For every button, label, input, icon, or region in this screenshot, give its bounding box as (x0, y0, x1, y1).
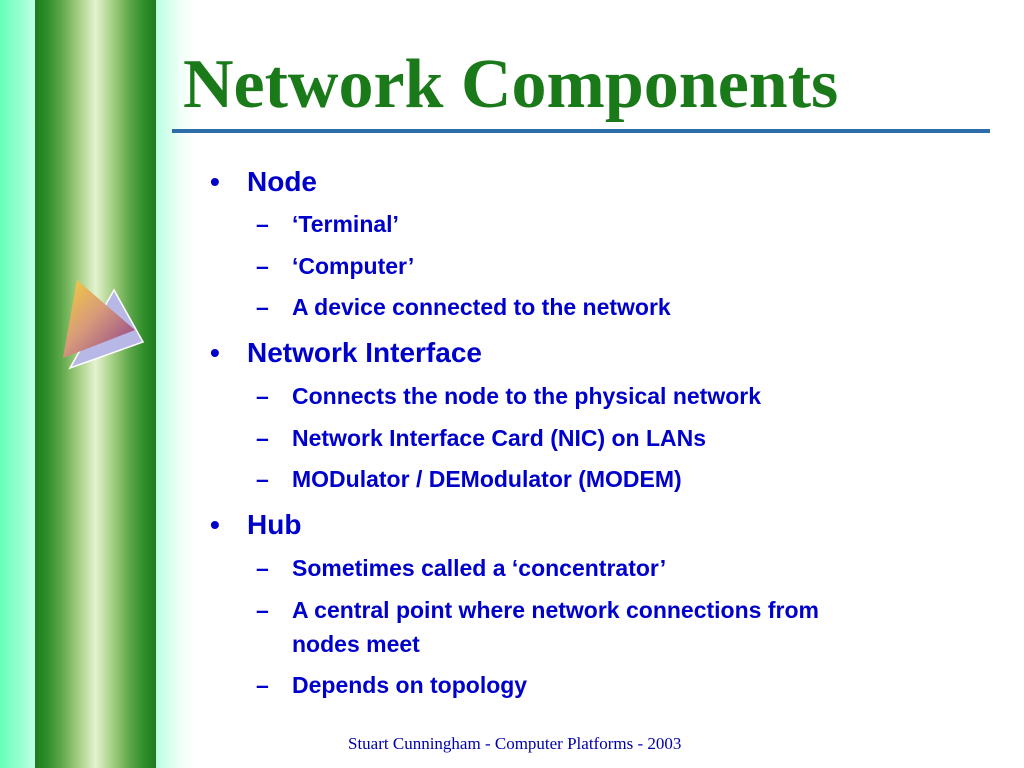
bullet-text: Node (247, 166, 317, 197)
slide-title: Network Components (183, 46, 839, 123)
title-underline (172, 129, 990, 133)
bullet-marker: • (210, 337, 220, 368)
sub-bullet-text: ‘Computer’ (292, 253, 415, 279)
green-gradient-stripe (35, 0, 156, 768)
dash-marker: – (256, 425, 269, 451)
dash-marker: – (256, 555, 269, 581)
sub-bullet-text: Connects the node to the physical networ… (292, 383, 762, 409)
sub-bullet-text: nodes meet (292, 631, 420, 657)
sub-bullet-text: Network Interface Card (NIC) on LANs (292, 425, 707, 451)
sub-bullet-item: – A device connected to the network (256, 294, 671, 321)
sub-bullet-item: – ‘Computer’ (256, 253, 415, 280)
sub-bullet-text: Sometimes called a ‘concentrator’ (292, 555, 667, 581)
sub-bullet-text: MODulator / DEModulator (MODEM) (292, 466, 682, 492)
sub-bullet-item: – MODulator / DEModulator (MODEM) (256, 466, 682, 493)
dash-marker: – (256, 294, 269, 320)
dash-marker: – (256, 253, 269, 279)
triangle-graphic-icon (63, 280, 145, 370)
sub-bullet-item: – Connects the node to the physical netw… (256, 383, 762, 410)
bullet-item: • Node (210, 166, 317, 198)
sub-bullet-continuation: nodes meet (292, 631, 420, 658)
sub-bullet-item: – ‘Terminal’ (256, 211, 399, 238)
sub-bullet-text: A central point where network connection… (292, 597, 819, 623)
sub-bullet-text: ‘Terminal’ (292, 211, 399, 237)
dash-marker: – (256, 672, 269, 698)
sub-bullet-item: – A central point where network connecti… (256, 597, 819, 624)
sub-bullet-item: – Depends on topology (256, 672, 528, 699)
footer-text: Stuart Cunningham - Computer Platforms -… (348, 734, 682, 753)
bullet-marker: • (210, 509, 220, 540)
sub-bullet-item: – Network Interface Card (NIC) on LANs (256, 425, 707, 452)
dash-marker: – (256, 466, 269, 492)
bullet-text: Hub (247, 509, 302, 540)
sub-bullet-text: Depends on topology (292, 672, 528, 698)
dash-marker: – (256, 597, 269, 623)
bullet-marker: • (210, 166, 220, 197)
dash-marker: – (256, 211, 269, 237)
sub-bullet-text: A device connected to the network (292, 294, 671, 320)
bullet-item: • Network Interface (210, 337, 482, 369)
bullet-text: Network Interface (247, 337, 482, 368)
background-glow-right (156, 0, 196, 768)
sub-bullet-item: – Sometimes called a ‘concentrator’ (256, 555, 667, 582)
bullet-item: • Hub (210, 509, 302, 541)
dash-marker: – (256, 383, 269, 409)
